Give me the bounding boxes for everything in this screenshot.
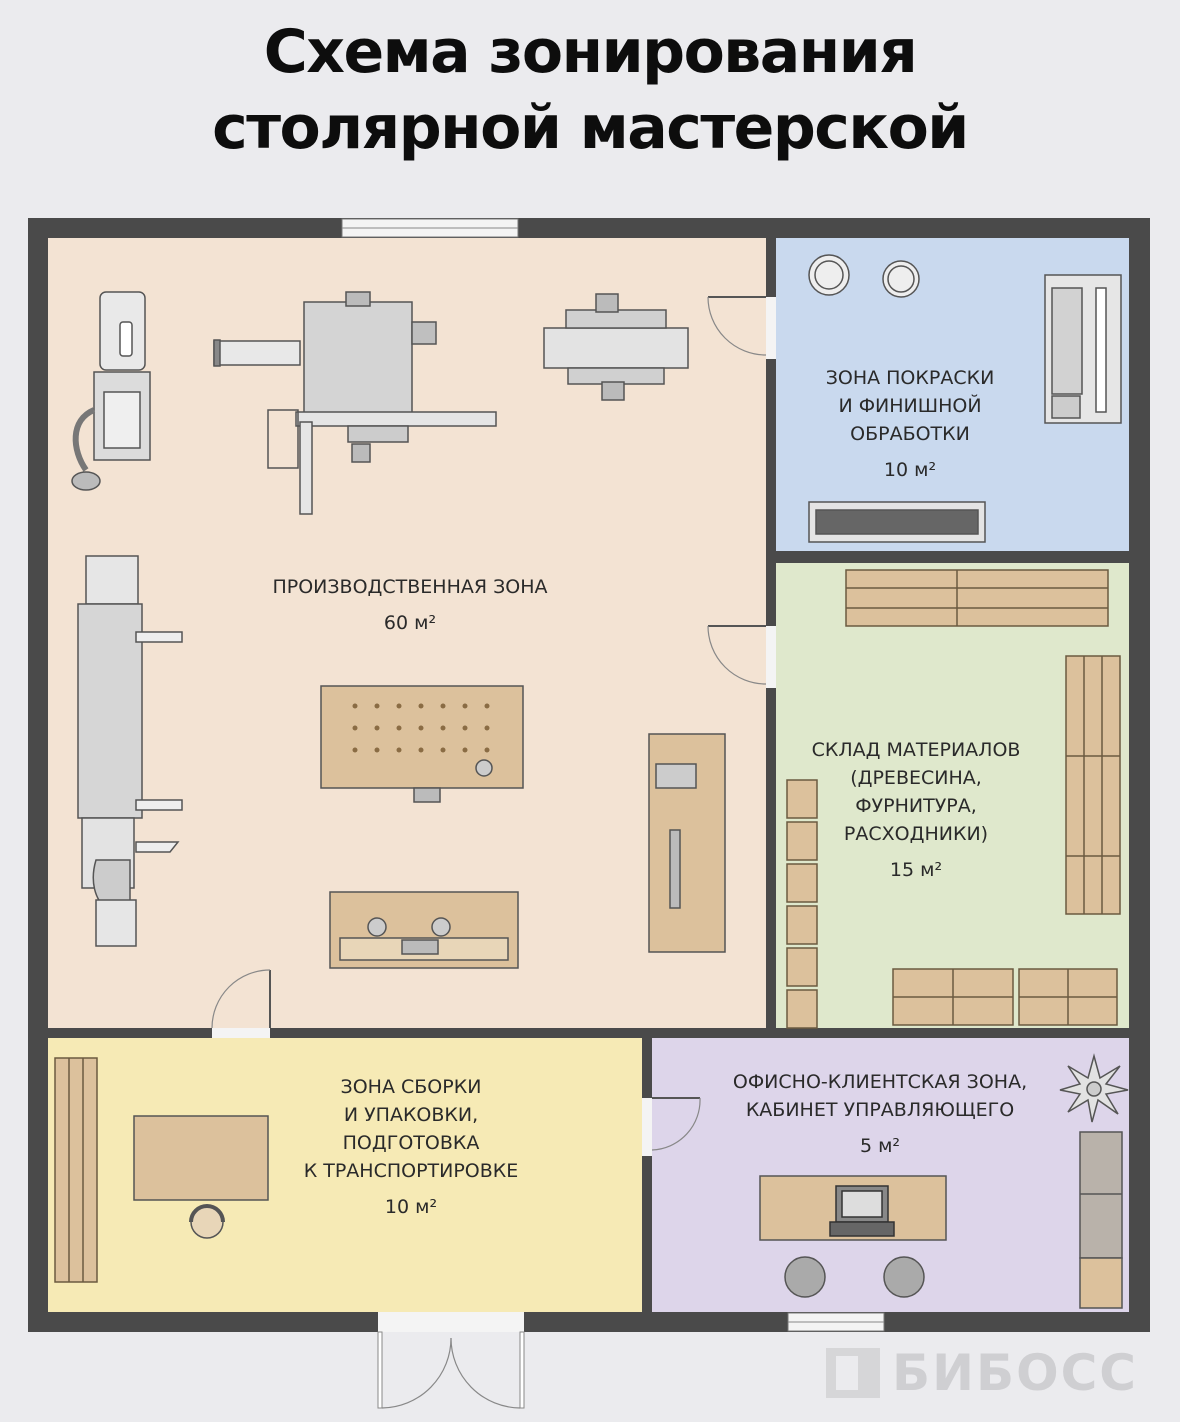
assembly-zone-label: ЗОНА СБОРКИ И УПАКОВКИ, ПОДГОТОВКА К ТРА… [266, 1073, 556, 1221]
storage-zone-line-1: СКЛАД МАТЕРИАЛОВ [811, 739, 1021, 761]
bench-dog-hole [396, 703, 402, 709]
production-zone-label: ПРОИЗВОДСТВЕННАЯ ЗОНА 60 м² [200, 573, 620, 637]
assembly-table [133, 1115, 269, 1201]
hardware-box [786, 905, 818, 945]
production-zone-name: ПРОИЗВОДСТВЕННАЯ ЗОНА [272, 576, 548, 598]
bench-dog-hole [440, 703, 446, 709]
dust-extractor [71, 291, 151, 491]
storage-zone-line-2: (ДРЕВЕСИНА, [850, 767, 982, 789]
office-cabinet [1079, 1131, 1123, 1309]
bench-dog-hole [462, 703, 468, 709]
bench-dog-hole [396, 747, 402, 753]
bench-dog-hole [484, 703, 490, 709]
hardware-box [786, 989, 818, 1029]
bench-dog-hole [418, 725, 424, 731]
door-storage[interactable] [707, 625, 776, 688]
assembly-zone-line-2: И УПАКОВКИ, [343, 1104, 479, 1126]
workbench-center-holes [352, 703, 490, 753]
lumber-rack-bottom [892, 968, 1118, 1026]
office-zone-label: ОФИСНО-КЛИЕНТСКАЯ ЗОНА, КАБИНЕТ УПРАВЛЯЮ… [700, 1068, 1060, 1160]
bench-dog-hole [396, 725, 402, 731]
hardware-box [786, 947, 818, 987]
assembly-zone-line-4: К ТРАНСПОРТИРОВКЕ [303, 1160, 519, 1182]
page-title: Схема зонирования столярной мастерской [0, 14, 1180, 166]
entrance-door[interactable] [377, 1312, 525, 1409]
storage-zone-line-3: ФУРНИТУРА, [855, 795, 977, 817]
hardware-boxes [786, 779, 818, 1029]
bench-dog-hole [418, 747, 424, 753]
painting-zone-line-2: И ФИНИШНОЙ [838, 395, 982, 417]
office-chairs [784, 1256, 925, 1298]
assembly-chair [189, 1204, 225, 1239]
bench-dog-hole [462, 725, 468, 731]
bench-dog-hole [440, 747, 446, 753]
bench-dog-hole [374, 747, 380, 753]
window-top [341, 218, 519, 238]
laptop-icon [829, 1185, 895, 1237]
painting-zone-line-1: ЗОНА ПОКРАСКИ [825, 367, 995, 389]
bench-dog-hole [352, 725, 358, 731]
bench-dog-hole [374, 725, 380, 731]
title-line-1: Схема зонирования [263, 17, 918, 87]
painting-zone-area: 10 м² [883, 459, 937, 481]
bench-dog-hole [352, 747, 358, 753]
brand-logo: БИБОСС [826, 1344, 1156, 1402]
panel-saw [213, 291, 497, 515]
logo-text: БИБОСС [892, 1344, 1138, 1402]
bench-dog-hole [462, 747, 468, 753]
painting-zone-line-3: ОБРАБОТКИ [850, 423, 970, 445]
storage-zone-line-4: РАСХОДНИКИ) [843, 823, 989, 845]
door-office[interactable] [642, 1097, 701, 1156]
painting-zone-label: ЗОНА ПОКРАСКИ И ФИНИШНОЙ ОБРАБОТКИ 10 м² [790, 364, 1030, 484]
window-bottom [787, 1312, 885, 1332]
assembly-zone-line-1: ЗОНА СБОРКИ [340, 1076, 482, 1098]
bench-dog-hole [440, 725, 446, 731]
office-zone-area: 5 м² [859, 1135, 901, 1157]
bench-dog-hole [418, 703, 424, 709]
bench-dog-hole [374, 703, 380, 709]
bench-dog-hole [352, 703, 358, 709]
production-zone-area: 60 м² [383, 612, 437, 634]
assembly-rack [54, 1057, 98, 1283]
office-zone-line-1: ОФИСНО-КЛИЕНТСКАЯ ЗОНА, [732, 1071, 1028, 1093]
title-line-2: столярной мастерской [212, 93, 969, 163]
spray-booth [808, 254, 1122, 543]
workbench-center [320, 685, 524, 803]
plant-icon [1059, 1053, 1129, 1123]
hardware-box [786, 863, 818, 903]
logo-mark-icon [826, 1348, 880, 1398]
hardware-box [786, 821, 818, 861]
lumber-rack-top [845, 569, 1109, 627]
workbench-vertical [648, 733, 726, 953]
storage-zone-area: 15 м² [889, 859, 943, 881]
edge-bander [77, 555, 183, 947]
assembly-zone-line-3: ПОДГОТОВКА [342, 1132, 480, 1154]
bench-dog-hole [484, 747, 490, 753]
workbench-bottom [329, 891, 519, 969]
bench-dog-hole [484, 725, 490, 731]
jointer [543, 293, 689, 401]
lumber-rack-right [1065, 655, 1121, 915]
hardware-box [786, 779, 818, 819]
door-assembly[interactable] [211, 969, 271, 1038]
office-zone-line-2: КАБИНЕТ УПРАВЛЯЮЩЕГО [745, 1099, 1015, 1121]
storage-zone-label: СКЛАД МАТЕРИАЛОВ (ДРЕВЕСИНА, ФУРНИТУРА, … [796, 736, 1036, 884]
assembly-zone-area: 10 м² [384, 1196, 438, 1218]
door-painting[interactable] [707, 296, 776, 359]
